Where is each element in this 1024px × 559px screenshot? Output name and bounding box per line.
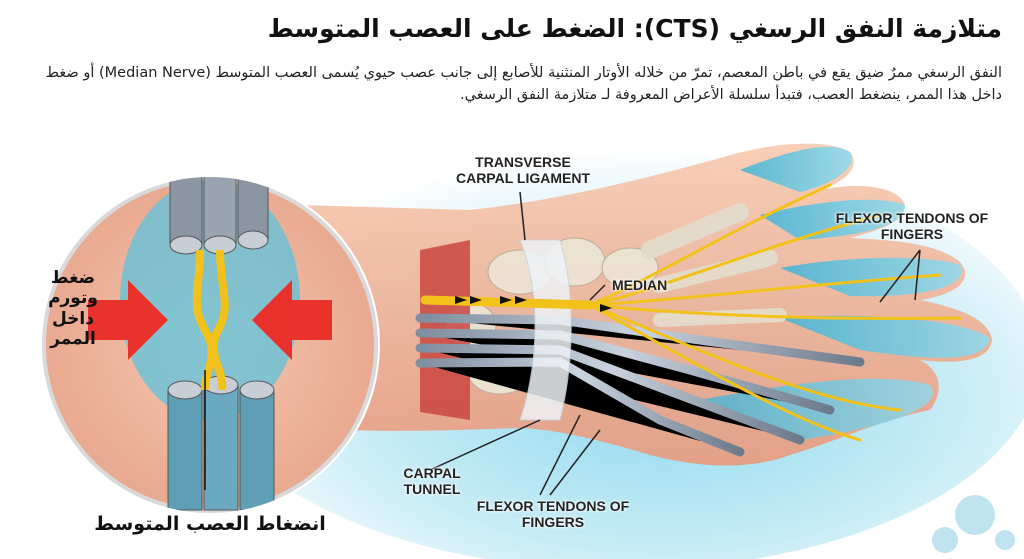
decorative-dots <box>932 495 1015 553</box>
label-transverse-carpal-ligament: TRANSVERSE CARPAL LIGAMENT <box>455 154 591 187</box>
label-leaders <box>429 191 921 496</box>
zoom-top-tendons <box>169 177 269 255</box>
label-flexor-tendons-bottom: FLEXOR TENDONS OF FINGERS <box>476 498 630 531</box>
label-flexor-tendons-top: FLEXOR TENDONS OF FINGERS <box>835 210 989 243</box>
right-pressure-arrow <box>252 280 332 360</box>
transverse-carpal-ligament <box>519 239 572 421</box>
nerve-direction-arrows <box>455 296 612 312</box>
label-pressure-swelling: ضغط وتورم داخل الممر <box>48 268 98 350</box>
zoom-bottom-tendons <box>167 375 275 511</box>
finger-middle <box>760 199 905 240</box>
label-median: MEDIAN <box>612 277 668 293</box>
finger-little <box>780 315 990 358</box>
finger-index <box>740 146 852 192</box>
label-carpal-tunnel: CARPAL TUNNEL <box>403 465 461 498</box>
median-nerve <box>420 183 962 442</box>
left-pressure-arrow <box>88 280 168 360</box>
flexor-tendons <box>415 313 865 457</box>
zoom-circle <box>40 175 380 515</box>
page-title: متلازمة النفق الرسغي (CTS): الضغط على ال… <box>267 14 1002 43</box>
description-text: النفق الرسغي ممرٌ ضيق يقع في باطن المعصم… <box>45 65 1002 104</box>
label-nerve-compression: انضغاط العصب المتوسط <box>94 513 326 535</box>
